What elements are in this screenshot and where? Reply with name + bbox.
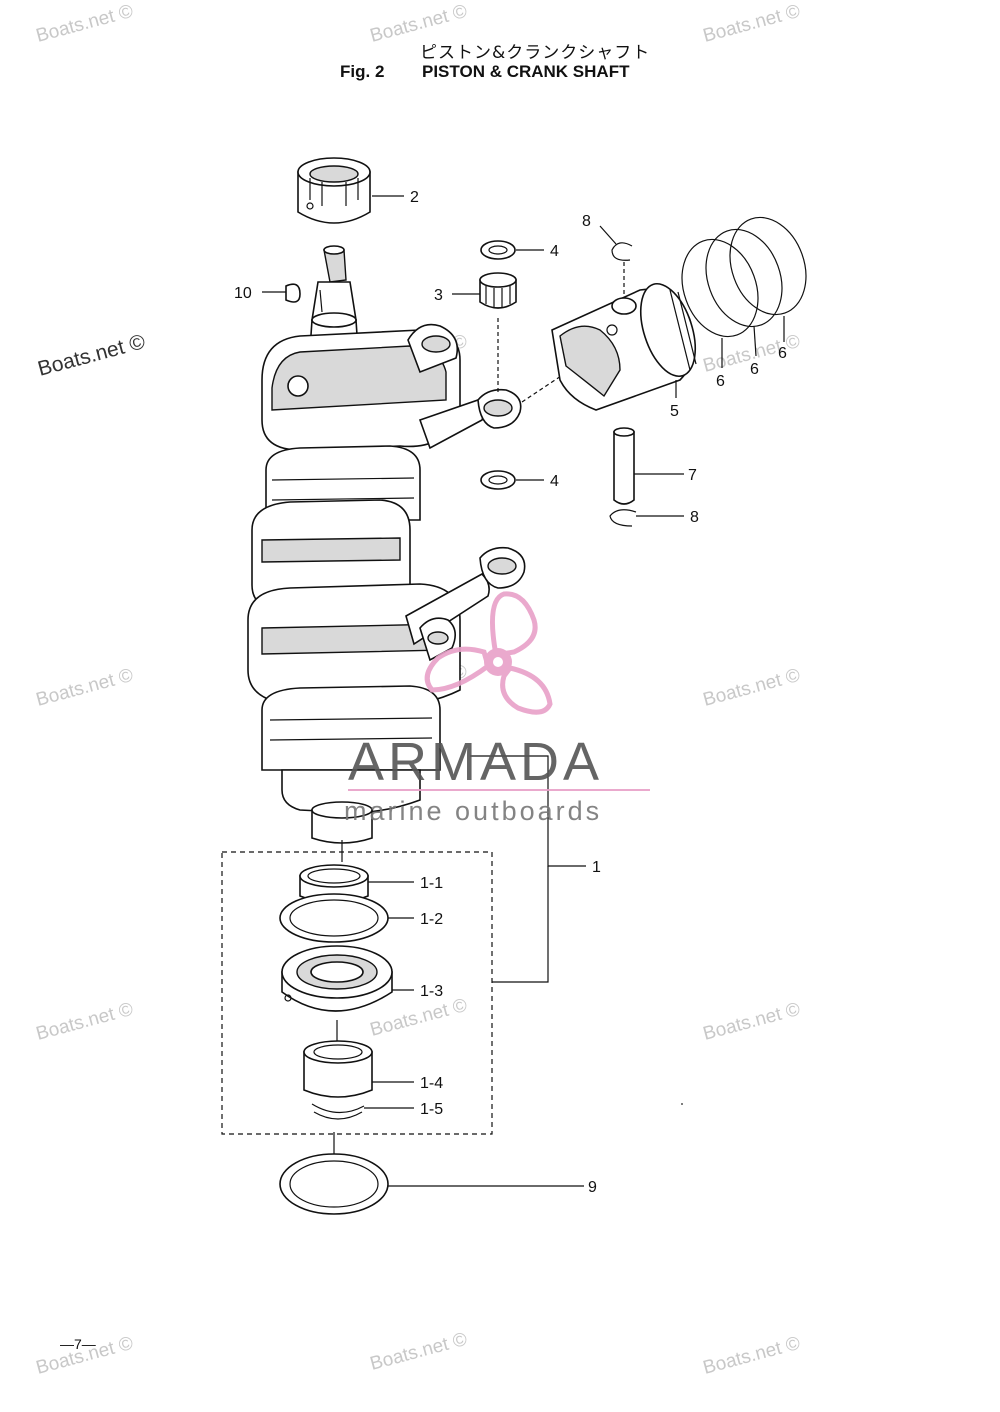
callout-8-lower: 8 (690, 509, 699, 526)
watermark-2: Boats.net © (368, 1, 470, 47)
propeller-icon (424, 591, 553, 715)
part-3-small-end-bearing (479, 272, 517, 309)
figure-title: PISTON & CRANK SHAFT (422, 62, 630, 81)
callout-6-b: 6 (750, 361, 759, 378)
callout-8-upper: 8 (582, 213, 591, 230)
watermark-7: Boats.net © (34, 665, 136, 711)
part-6-piston-rings (681, 216, 807, 338)
callout-7: 7 (688, 467, 697, 484)
watermark-11: Boats.net © (368, 995, 470, 1041)
watermark-4: Boats.net © (35, 330, 148, 381)
callout-2: 2 (410, 189, 419, 206)
part-1-3-ball-bearing (281, 945, 393, 1012)
part-9-oil-seal-washer (279, 1153, 389, 1215)
callout-9: 9 (588, 1179, 597, 1196)
watermark-9: Boats.net © (701, 665, 803, 711)
callout-3: 3 (434, 287, 443, 304)
part-8-circlip-lower (609, 509, 637, 527)
sub-assembly-box (221, 851, 493, 1135)
part-10-woodruff-key (285, 283, 301, 303)
connecting-rods (405, 323, 526, 662)
part-7-piston-pin (613, 427, 635, 505)
watermark-15: Boats.net © (701, 1333, 803, 1379)
callout-1-1: 1-1 (420, 875, 443, 892)
callout-6-a: 6 (716, 373, 725, 390)
part-8-circlip-upper (611, 242, 633, 261)
callout-1-4: 1-4 (420, 1075, 443, 1092)
callout-1-2: 1-2 (420, 911, 443, 928)
logo-name: ARMADA (348, 732, 603, 792)
callout-labels: 2 10 4 3 8 6 6 6 5 7 4 8 1 1-1 1-2 1-3 1… (234, 189, 787, 1196)
watermark-14: Boats.net © (368, 1329, 470, 1375)
title-japanese: ピストン&クランクシャフト (420, 43, 651, 63)
callout-1-5: 1-5 (420, 1101, 443, 1118)
leader-lines (262, 195, 785, 1187)
part-5-piston (551, 282, 697, 411)
callout-10: 10 (234, 285, 252, 302)
watermark-3: Boats.net © (701, 1, 803, 47)
part-1-4-needle-bearing (303, 1040, 373, 1098)
speck (681, 1103, 683, 1105)
crankshaft (247, 245, 461, 844)
callout-4-upper: 4 (550, 243, 559, 260)
page-number: —7— (60, 1336, 96, 1352)
figure-number: Fig. 2 (340, 62, 385, 81)
callout-1: 1 (592, 859, 601, 876)
callout-6-c: 6 (778, 345, 787, 362)
watermark-1: Boats.net © (34, 1, 136, 47)
armada-logo: ARMADA marine outboards (344, 591, 650, 826)
part-1-2-oil-seal (279, 893, 389, 943)
part-1-5-snap-ring (311, 1103, 365, 1120)
watermark-10: Boats.net © (34, 999, 136, 1045)
watermark-12: Boats.net © (701, 999, 803, 1045)
part-2-needle-bearing (297, 157, 371, 224)
part-4-thrust-washer-lower (480, 470, 516, 490)
callout-5: 5 (670, 403, 679, 420)
logo-tagline: marine outboards (344, 796, 602, 826)
part-4-thrust-washer-upper (480, 240, 516, 260)
callout-1-3: 1-3 (420, 983, 443, 1000)
callout-4-lower: 4 (550, 473, 559, 490)
